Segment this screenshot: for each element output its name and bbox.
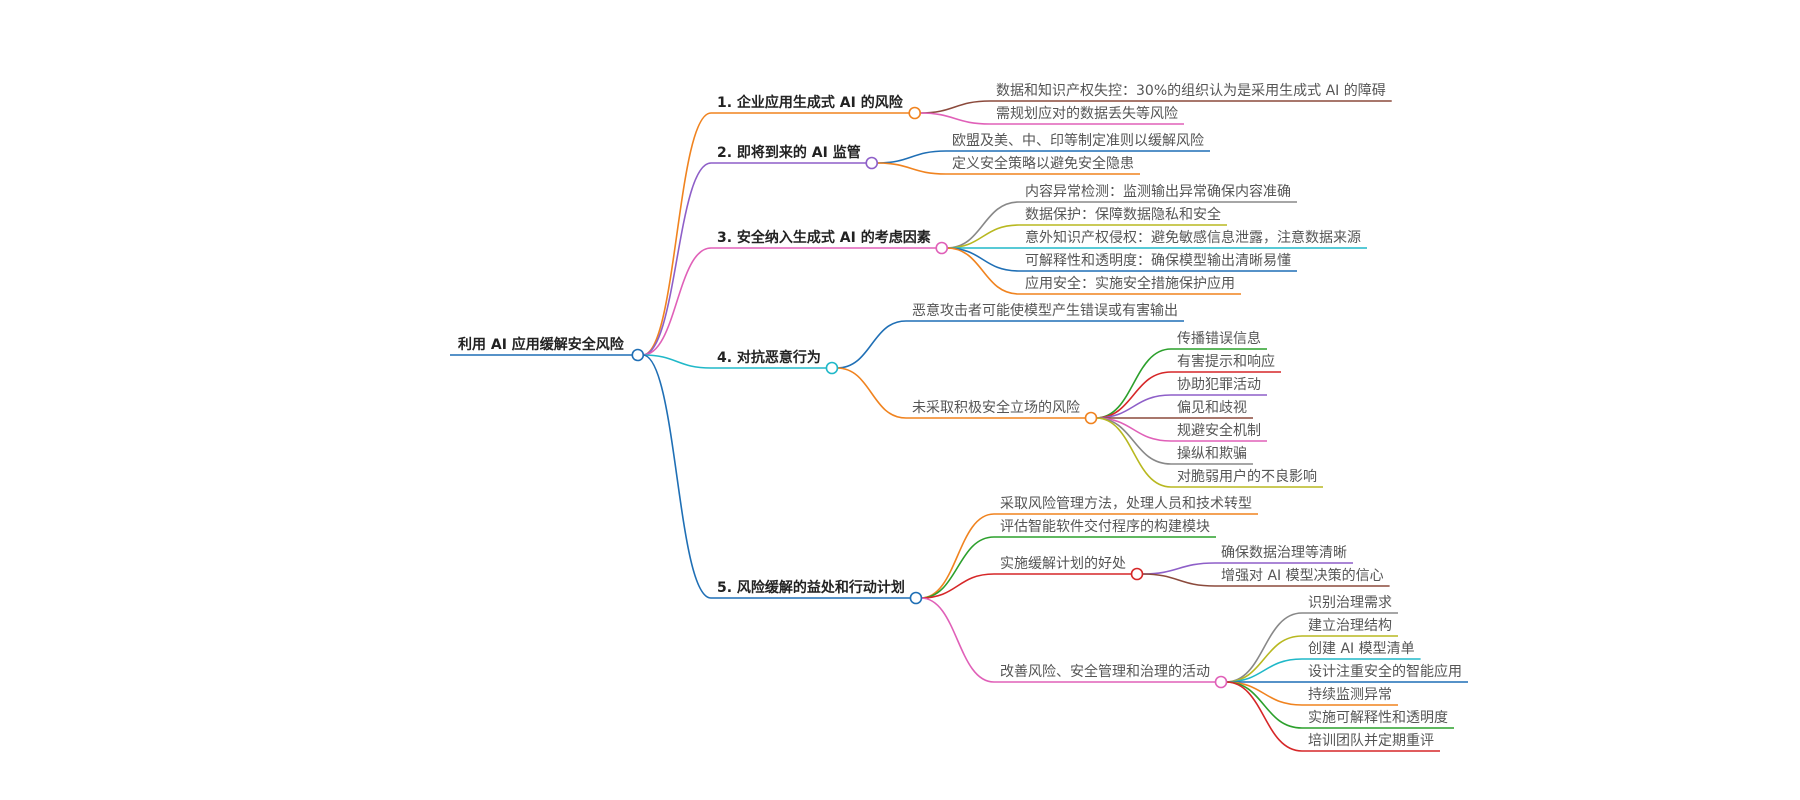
connector-2-1 <box>876 150 947 164</box>
branch-node-5[interactable]: 5. 风险缓解的益处和行动计划 <box>717 579 905 596</box>
connector-root-branch-1 <box>642 112 712 356</box>
connector-root-branch-2 <box>642 162 712 356</box>
connector-5-4 <box>920 597 995 683</box>
branch-label-3: 3. 安全纳入生成式 AI 的考虑因素 <box>717 229 931 246</box>
leaf-5-4-3[interactable]: 创建 AI 模型清单 <box>1308 641 1415 657</box>
leaf-5-3-2[interactable]: 增强对 AI 模型决策的信心 <box>1221 567 1384 584</box>
leaf-5-2[interactable]: 评估智能软件交付程序的构建模块 <box>1000 518 1210 535</box>
leaf-5-4-2[interactable]: 建立治理结构 <box>1308 618 1392 634</box>
leaf-5-3-1[interactable]: 确保数据治理等清晰 <box>1221 544 1347 561</box>
connector-3-1 <box>946 201 1020 249</box>
collapse-circle-branch-1[interactable] <box>908 106 922 120</box>
branch-label-5: 5. 风险缓解的益处和行动计划 <box>717 579 905 596</box>
branch-label-4: 4. 对抗恶意行为 <box>717 349 821 366</box>
connector-5-2 <box>920 536 995 599</box>
leaf-5-4-1[interactable]: 识别治理需求 <box>1308 595 1392 611</box>
branch-node-3[interactable]: 3. 安全纳入生成式 AI 的考虑因素 <box>717 229 931 246</box>
connector-4-2-1 <box>1095 348 1172 419</box>
connector-5-4-3 <box>1225 658 1303 683</box>
connector-4-2-3 <box>1095 394 1172 419</box>
collapse-circle-branch-2[interactable] <box>865 156 879 170</box>
branch-node-4[interactable]: 4. 对抗恶意行为 <box>717 349 821 366</box>
leaf-4-2-5[interactable]: 规避安全机制 <box>1177 422 1261 439</box>
leaf-2-1[interactable]: 欧盟及美、中、印等制定准则以缓解风险 <box>952 132 1204 149</box>
leaf-2-2[interactable]: 定义安全策略以避免安全隐患 <box>952 155 1134 172</box>
leaf-3-5[interactable]: 应用安全：实施安全措施保护应用 <box>1025 275 1235 292</box>
connector-5-4-1 <box>1225 612 1303 683</box>
connector-5-1 <box>920 513 995 599</box>
connector-root-branch-5 <box>642 354 712 599</box>
leaf-5-4-4[interactable]: 设计注重安全的智能应用 <box>1308 663 1462 680</box>
subnode-5-3[interactable]: 实施缓解计划的好处 <box>1000 556 1126 572</box>
branch-node-1[interactable]: 1. 企业应用生成式 AI 的风险 <box>717 94 904 111</box>
leaf-4-2-6[interactable]: 操纵和欺骗 <box>1177 446 1247 462</box>
leaf-4-2-3[interactable]: 协助犯罪活动 <box>1177 377 1261 393</box>
connector-2-2 <box>876 162 947 175</box>
connector-root-branch-4 <box>642 354 712 369</box>
root-node[interactable]: 利用 AI 应用缓解安全风险 <box>458 336 625 353</box>
leaf-4-2-4[interactable]: 偏见和歧视 <box>1177 400 1247 416</box>
connector-1-1 <box>919 100 991 114</box>
connector-5-3-1 <box>1141 562 1216 575</box>
subnode-label-5-3: 实施缓解计划的好处 <box>1000 556 1126 572</box>
connector-5-3 <box>920 573 995 599</box>
collapse-circle-branch-4[interactable] <box>825 361 839 375</box>
branch-label-1: 1. 企业应用生成式 AI 的风险 <box>717 94 904 111</box>
collapse-circle-branch-3[interactable] <box>935 241 949 255</box>
leaf-5-4-6[interactable]: 实施可解释性和透明度 <box>1308 710 1448 726</box>
connector-3-4 <box>946 247 1020 272</box>
subnode-5-4[interactable]: 改善风险、安全管理和治理的活动 <box>1000 663 1210 680</box>
leaf-4-2-2[interactable]: 有害提示和响应 <box>1177 353 1275 370</box>
connector-3-2 <box>946 224 1020 249</box>
connector-5-4-2 <box>1225 635 1303 683</box>
leaf-5-1[interactable]: 采取风险管理方法，处理人员和技术转型 <box>1000 496 1252 512</box>
root-label: 利用 AI 应用缓解安全风险 <box>458 336 625 353</box>
connector-root-branch-3 <box>642 247 712 356</box>
connector-5-3-2 <box>1141 573 1216 587</box>
connector-4-2-6 <box>1095 417 1172 465</box>
branch-node-2[interactable]: 2. 即将到来的 AI 监管 <box>717 144 861 161</box>
collapse-circle-branch-5[interactable] <box>909 591 923 605</box>
connector-4-2-7 <box>1095 417 1172 488</box>
connector-3-5 <box>946 247 1020 295</box>
connector-5-4-7 <box>1225 681 1303 752</box>
collapse-circle-5-3[interactable] <box>1130 567 1144 581</box>
collapse-circle-4-2[interactable] <box>1084 411 1098 425</box>
connector-5-4-5 <box>1225 681 1303 706</box>
leaf-3-3[interactable]: 意外知识产权侵权：避免敏感信息泄露，注意数据来源 <box>1025 229 1361 246</box>
leaf-4-2-1[interactable]: 传播错误信息 <box>1177 330 1261 347</box>
branch-label-2: 2. 即将到来的 AI 监管 <box>717 144 861 161</box>
connector-4-1 <box>836 320 907 369</box>
leaf-3-2[interactable]: 数据保护：保障数据隐私和安全 <box>1025 206 1221 223</box>
connector-lines <box>450 100 1468 752</box>
connector-4-2-5 <box>1095 417 1172 442</box>
node-circles <box>631 106 1228 689</box>
leaf-4-1[interactable]: 恶意攻击者可能使模型产生错误或有害输出 <box>912 302 1178 319</box>
connector-4-2 <box>836 367 907 419</box>
leaf-3-4[interactable]: 可解释性和透明度：确保模型输出清晰易懂 <box>1025 253 1291 269</box>
leaf-3-1[interactable]: 内容异常检测：监测输出异常确保内容准确 <box>1025 183 1291 200</box>
leaf-1-2[interactable]: 需规划应对的数据丢失等风险 <box>996 105 1178 122</box>
leaf-5-4-7[interactable]: 培训团队并定期重评 <box>1308 733 1434 749</box>
collapse-circle-root[interactable] <box>631 348 645 362</box>
leaf-4-2-7[interactable]: 对脆弱用户的不良影响 <box>1177 468 1317 485</box>
subnode-label-5-4: 改善风险、安全管理和治理的活动 <box>1000 663 1210 680</box>
leaf-5-4-5[interactable]: 持续监测异常 <box>1308 686 1392 703</box>
connector-4-2-2 <box>1095 371 1172 419</box>
subnode-label-4-2: 未采取积极安全立场的风险 <box>912 399 1080 416</box>
leaf-1-1[interactable]: 数据和知识产权失控：30%的组织认为是采用生成式 AI 的障碍 <box>996 82 1386 99</box>
connector-5-4-6 <box>1225 681 1303 729</box>
collapse-circle-5-4[interactable] <box>1214 675 1228 689</box>
connector-1-2 <box>919 112 991 125</box>
subnode-4-2[interactable]: 未采取积极安全立场的风险 <box>912 399 1080 416</box>
